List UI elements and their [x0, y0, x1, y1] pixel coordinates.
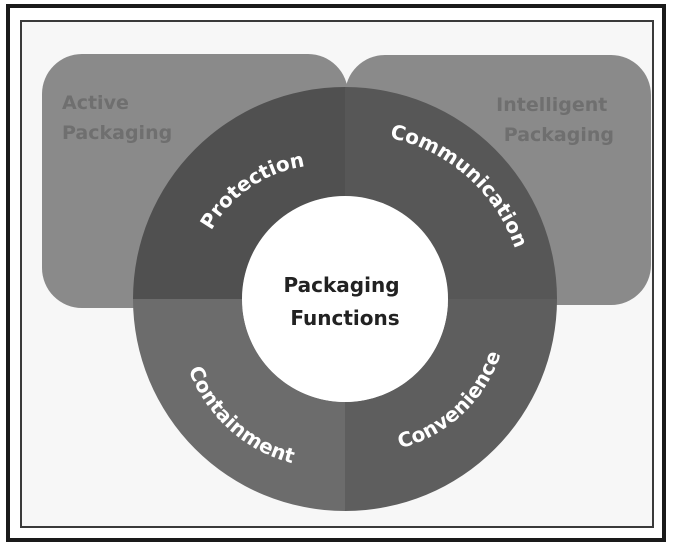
containment-segment	[133, 299, 345, 511]
communication-segment	[345, 87, 557, 299]
protection-segment	[133, 87, 345, 299]
intelligent-packaging-label: Intelligent Packaging	[496, 94, 614, 146]
convenience-segment	[345, 299, 557, 511]
center-label: Packaging Functions	[284, 273, 407, 330]
active-packaging-label: Active Packaging	[62, 92, 172, 144]
center-circle	[242, 196, 448, 402]
